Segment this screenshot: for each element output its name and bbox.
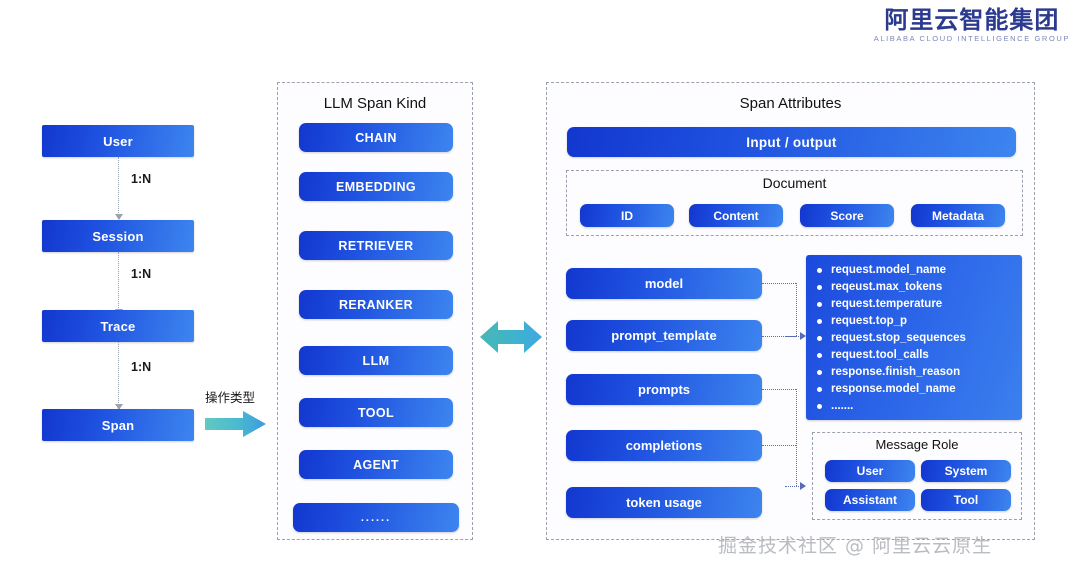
attribute-list-item: request.tool_calls <box>816 347 1022 364</box>
document-field-metadata[interactable]: Metadata <box>911 204 1005 227</box>
panel-title-span-kind: LLM Span Kind <box>323 95 427 112</box>
span-kind-label: CHAIN <box>355 130 397 145</box>
message-role-label: Tool <box>953 493 979 507</box>
ratio-label-1: 1:N <box>131 172 152 186</box>
watermark-text: 掘金技术社区 @ 阿里云云原生 <box>718 535 993 557</box>
document-group: Document ID Content Score Metadata <box>566 170 1023 236</box>
span-kind-item-tool[interactable]: TOOL <box>299 398 453 427</box>
message-role-label: Assistant <box>842 493 898 507</box>
attribute-label: model <box>644 276 684 291</box>
span-kind-label: EMBEDDING <box>336 179 416 194</box>
alibaba-cloud-logo: 阿里云智能集团 ALIBABA CLOUD INTELLIGENCE GROUP <box>874 8 1070 43</box>
message-role-label: System <box>944 464 988 478</box>
attribute-item-prompt-template[interactable]: prompt_template <box>566 320 762 351</box>
message-role-assistant[interactable]: Assistant <box>825 489 915 511</box>
document-field-label: Content <box>713 208 759 223</box>
span-kind-item-embedding[interactable]: EMBEDDING <box>299 172 453 201</box>
connector-trace-span <box>115 342 123 410</box>
attribute-list-item: request.temperature <box>816 296 1022 313</box>
span-kind-label: LLM <box>362 353 390 368</box>
span-kind-label: RETRIEVER <box>338 238 414 253</box>
span-kind-item-reranker[interactable]: RERANKER <box>299 290 453 319</box>
span-kind-label: RERANKER <box>338 297 414 312</box>
input-output-label: Input / output <box>746 134 837 150</box>
connector-completions-branch <box>762 445 796 446</box>
connector-prompts-vertical <box>796 389 797 486</box>
attribute-label: prompts <box>638 382 690 397</box>
document-field-score[interactable]: Score <box>800 204 894 227</box>
connector-to-message-role <box>785 486 803 487</box>
attribute-item-token-usage[interactable]: token usage <box>566 487 762 518</box>
connector-prompt-template-branch <box>762 336 796 337</box>
connector-prompts-branch <box>762 389 796 390</box>
span-kind-item-more[interactable]: ...... <box>293 503 459 532</box>
connector-session-trace <box>115 252 123 315</box>
connector-model-vertical <box>796 283 797 336</box>
attribute-list-item: request.model_name <box>816 262 1022 279</box>
operation-type-label: 操作类型 <box>205 390 256 405</box>
message-role-system[interactable]: System <box>921 460 1011 482</box>
attribute-item-completions[interactable]: completions <box>566 430 762 461</box>
span-kind-label: ...... <box>360 511 392 524</box>
ratio-label-3: 1:N <box>131 360 152 374</box>
document-field-label: Score <box>830 208 864 223</box>
document-field-content[interactable]: Content <box>689 204 783 227</box>
span-kind-item-chain[interactable]: CHAIN <box>299 123 453 152</box>
right-arrow-icon <box>205 410 267 438</box>
message-role-title: Message Role <box>875 437 959 452</box>
document-field-label: ID <box>621 208 633 223</box>
span-kind-item-retriever[interactable]: RETRIEVER <box>299 231 453 260</box>
hierarchy-node-session[interactable]: Session <box>42 220 194 252</box>
hierarchy-node-user[interactable]: User <box>42 125 194 157</box>
ratio-label-2: 1:N <box>131 267 152 281</box>
span-kind-item-agent[interactable]: AGENT <box>299 450 453 479</box>
document-field-id[interactable]: ID <box>580 204 674 227</box>
hierarchy-node-label: Span <box>101 417 135 433</box>
logo-english-text: ALIBABA CLOUD INTELLIGENCE GROUP <box>873 34 1070 43</box>
request-response-attribute-list: request.model_name reqeust.max_tokens re… <box>806 255 1022 420</box>
document-group-title: Document <box>762 175 827 191</box>
hierarchy-node-label: User <box>103 133 133 149</box>
attribute-list-item: response.model_name <box>816 381 1022 398</box>
attribute-list-item: reqeust.max_tokens <box>816 279 1022 296</box>
attribute-item-model[interactable]: model <box>566 268 762 299</box>
attribute-list-item: request.stop_sequences <box>816 330 1022 347</box>
attribute-label: prompt_template <box>611 328 717 343</box>
attribute-list-item: response.finish_reason <box>816 364 1022 381</box>
message-role-user[interactable]: User <box>825 460 915 482</box>
connector-to-attribute-list <box>785 336 803 337</box>
document-field-label: Metadata <box>931 208 984 223</box>
span-kind-label: TOOL <box>357 405 395 420</box>
connector-user-session <box>115 157 123 220</box>
hierarchy-node-label: Trace <box>100 318 136 334</box>
span-kind-label: AGENT <box>353 457 399 472</box>
hierarchy-node-trace[interactable]: Trace <box>42 310 194 342</box>
connector-arrow-message-role <box>800 482 806 490</box>
attribute-list-item: ....... <box>816 398 1022 415</box>
message-role-tool[interactable]: Tool <box>921 489 1011 511</box>
message-role-label: User <box>856 464 884 478</box>
attribute-list-item: request.top_p <box>816 313 1022 330</box>
bidirectional-arrow-icon <box>480 315 542 359</box>
attribute-label: token usage <box>626 495 702 510</box>
connector-model-branch <box>762 283 796 284</box>
panel-title-span-attributes: Span Attributes <box>739 95 842 112</box>
attribute-list-items: request.model_name reqeust.max_tokens re… <box>816 262 1022 415</box>
connector-arrow-attribute-list <box>800 332 806 340</box>
logo-chinese-text: 阿里云智能集团 <box>884 6 1060 34</box>
attribute-label: completions <box>625 438 703 453</box>
message-role-group: Message Role User System Assistant Tool <box>812 432 1022 520</box>
hierarchy-node-span[interactable]: Span <box>42 409 194 441</box>
llm-span-kind-panel: LLM Span Kind CHAIN EMBEDDING RETRIEVER … <box>277 82 473 540</box>
attribute-item-prompts[interactable]: prompts <box>566 374 762 405</box>
input-output-bar[interactable]: Input / output <box>567 127 1016 157</box>
span-kind-item-llm[interactable]: LLM <box>299 346 453 375</box>
hierarchy-node-label: Session <box>92 228 144 244</box>
